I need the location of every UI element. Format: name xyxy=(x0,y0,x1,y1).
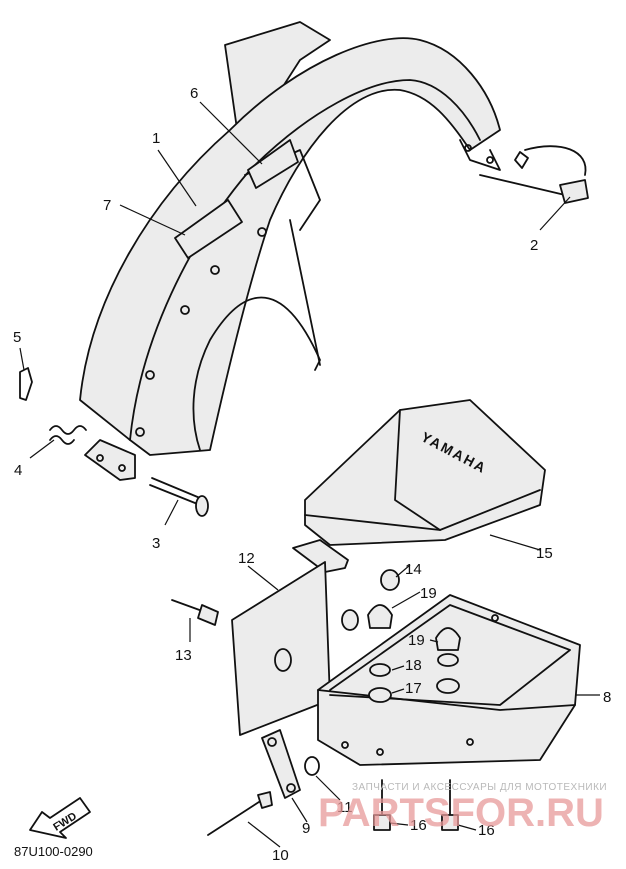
fwd-arrow: FWD xyxy=(29,797,91,839)
leader-lines xyxy=(19,101,600,848)
watermark-caption: ЗАПЧАСТИ И АКСЕССУАРЫ ДЛЯ МОТОТЕХНИКИ xyxy=(352,782,607,793)
callout-19a: 19 xyxy=(420,585,437,602)
callout-12: 12 xyxy=(238,550,255,567)
washer-17a xyxy=(368,687,392,703)
callout-16a: 16 xyxy=(410,817,427,834)
callout-11: 11 xyxy=(337,799,353,816)
latch-pin-2 xyxy=(479,145,589,204)
watermark-brand: PARTSFOR.RU xyxy=(318,791,604,835)
callout-4: 4 xyxy=(14,462,22,479)
washer-17b xyxy=(436,678,460,694)
callout-7: 7 xyxy=(103,197,111,214)
callout-18: 18 xyxy=(405,657,422,674)
cap-nut-19b xyxy=(435,627,461,651)
callout-15: 15 xyxy=(536,545,553,562)
backing-plate-12 xyxy=(231,561,331,736)
screw-13 xyxy=(171,599,219,626)
callout-13: 13 xyxy=(175,647,192,664)
diagram-code: 87U100-0290 xyxy=(14,844,93,859)
callout-19b: 19 xyxy=(408,632,425,649)
callout-1: 1 xyxy=(152,130,160,147)
hinge-plate-9 xyxy=(261,729,301,799)
toolbox-lid-15: YAMAHA xyxy=(292,399,546,573)
callout-17: 17 xyxy=(405,680,422,697)
label-plate-6 xyxy=(247,139,299,189)
callout-8: 8 xyxy=(603,689,611,706)
grommet-14b xyxy=(341,609,359,631)
callout-numbers: 1 2 3 4 5 6 7 8 9 10 11 12 13 14 15 16 1… xyxy=(13,85,611,864)
callout-16b: 16 xyxy=(478,822,495,839)
bolt-16b xyxy=(441,779,459,831)
callout-2: 2 xyxy=(530,237,538,254)
callout-6: 6 xyxy=(190,85,198,102)
screw-10 xyxy=(207,791,273,836)
spring-4 xyxy=(49,425,87,445)
callout-14: 14 xyxy=(405,561,422,578)
cotter-pin-5 xyxy=(19,367,33,401)
rear-fender xyxy=(79,21,501,481)
callout-3: 3 xyxy=(152,535,160,552)
callout-9: 9 xyxy=(302,820,310,837)
washer-18b xyxy=(437,653,459,667)
washer-11 xyxy=(304,756,320,776)
watermark: ЗАПЧАСТИ И АКСЕССУАРЫ ДЛЯ МОТОТЕХНИКИ PA… xyxy=(318,782,607,835)
label-plate-7 xyxy=(174,199,243,259)
grommet-14 xyxy=(380,569,400,591)
washer-18a xyxy=(369,663,391,677)
callout-5: 5 xyxy=(13,329,21,346)
callout-10: 10 xyxy=(272,847,289,864)
clevis-pin-3 xyxy=(149,477,209,517)
bolt-16a xyxy=(373,779,391,831)
cap-nut-19a xyxy=(367,604,393,629)
